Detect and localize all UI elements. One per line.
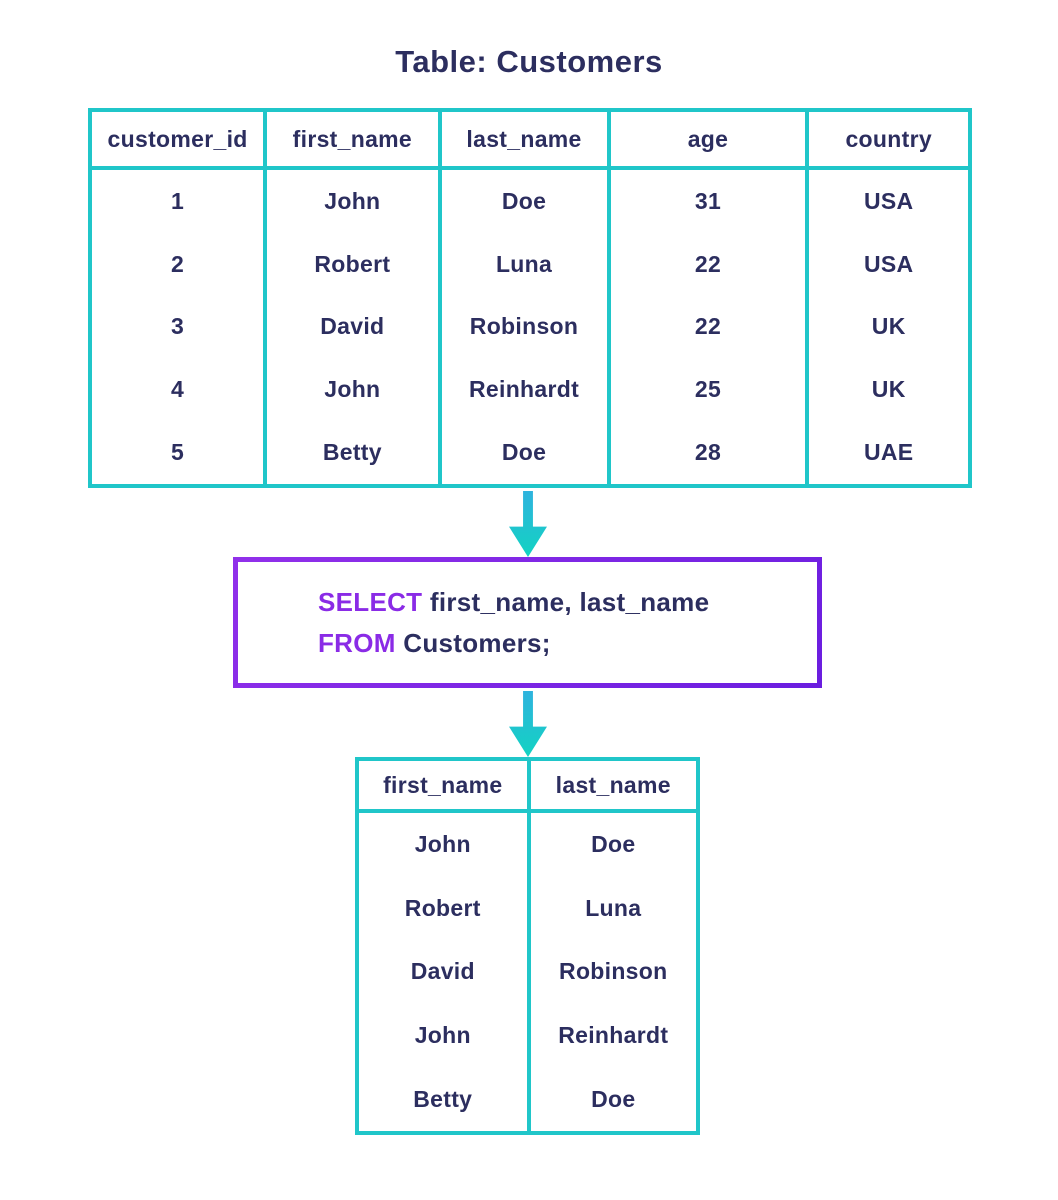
cell-customer-id: 1 — [92, 170, 268, 233]
cell-age: 28 — [611, 421, 810, 484]
sql-select-columns: first_name, last_name — [422, 586, 710, 617]
down-arrow-icon — [509, 491, 547, 557]
column-header-customer-id: customer_id — [92, 112, 268, 166]
cell-first-name: John — [359, 1003, 531, 1068]
result-table-header: first_name last_name — [359, 761, 696, 813]
cell-last-name: Robinson — [559, 958, 668, 985]
table-row: 5 Betty Doe 28 UAE — [92, 421, 968, 484]
sql-line-from: FROM Customers; — [318, 623, 817, 664]
cell-country: UK — [871, 376, 906, 403]
sql-query-box: SELECT first_name, last_name FROM Custom… — [233, 557, 822, 688]
cell-first-name: John — [267, 358, 442, 422]
column-header-first-name: first_name — [267, 112, 442, 166]
cell-first-name: David — [267, 295, 442, 359]
table-row: 3 David Robinson 22 UK — [92, 295, 968, 359]
cell-last-name: Doe — [442, 170, 611, 233]
table-row: Robert Luna — [359, 876, 696, 941]
customers-table-header: customer_id first_name last_name age cou… — [92, 112, 968, 170]
sql-keyword-from: FROM — [318, 627, 396, 658]
customers-table: customer_id first_name last_name age cou… — [88, 108, 972, 488]
cell-last-name: Doe — [591, 831, 636, 858]
cell-last-name: Robinson — [442, 295, 611, 359]
cell-last-name: Luna — [585, 894, 642, 921]
cell-age: 31 — [611, 170, 810, 233]
customers-table-body: 1 John Doe 31 USA 2 Robert Luna 22 USA 3… — [92, 170, 968, 484]
cell-first-name: Betty — [267, 421, 442, 484]
cell-last-name: Doe — [591, 1085, 636, 1112]
cell-age: 22 — [611, 295, 810, 359]
table-row: 1 John Doe 31 USA — [92, 170, 968, 233]
cell-last-name: Luna — [442, 232, 611, 296]
cell-first-name: John — [267, 170, 442, 233]
cell-age: 25 — [611, 358, 810, 422]
result-table-body: John Doe Robert Luna David Robinson John… — [359, 813, 696, 1131]
result-column-header-first-name: first_name — [359, 761, 531, 809]
table-row: David Robinson — [359, 940, 696, 1004]
column-header-age: age — [611, 112, 810, 166]
cell-first-name: Betty — [359, 1067, 531, 1131]
cell-country: UAE — [863, 439, 914, 466]
cell-country: USA — [863, 187, 914, 214]
table-row: John Doe — [359, 813, 696, 877]
result-table: first_name last_name John Doe Robert Lun… — [355, 757, 700, 1135]
cell-first-name: John — [359, 813, 531, 877]
column-header-country: country — [845, 125, 932, 152]
diagram-title: Table: Customers — [395, 44, 663, 79]
cell-country: USA — [863, 250, 914, 277]
table-row: 2 Robert Luna 22 USA — [92, 232, 968, 296]
cell-last-name: Doe — [442, 421, 611, 484]
cell-customer-id: 5 — [92, 421, 268, 484]
sql-query-content: SELECT first_name, last_name FROM Custom… — [238, 562, 817, 683]
cell-age: 22 — [611, 232, 810, 296]
table-row: 4 John Reinhardt 25 UK — [92, 358, 968, 422]
table-row: John Reinhardt — [359, 1003, 696, 1068]
cell-first-name: Robert — [359, 876, 531, 941]
sql-from-table: Customers; — [395, 627, 551, 658]
cell-country: UK — [871, 313, 906, 340]
cell-first-name: David — [359, 940, 531, 1004]
sql-keyword-select: SELECT — [318, 586, 423, 617]
table-row: Betty Doe — [359, 1067, 696, 1131]
cell-last-name: Reinhardt — [558, 1022, 669, 1049]
down-arrow-icon — [509, 691, 547, 757]
cell-customer-id: 3 — [92, 295, 268, 359]
cell-customer-id: 2 — [92, 232, 268, 296]
cell-customer-id: 4 — [92, 358, 268, 422]
cell-last-name: Reinhardt — [442, 358, 611, 422]
column-header-last-name: last_name — [442, 112, 611, 166]
result-column-header-last-name: last_name — [555, 771, 671, 798]
cell-first-name: Robert — [267, 232, 442, 296]
sql-line-select: SELECT first_name, last_name — [318, 582, 817, 623]
